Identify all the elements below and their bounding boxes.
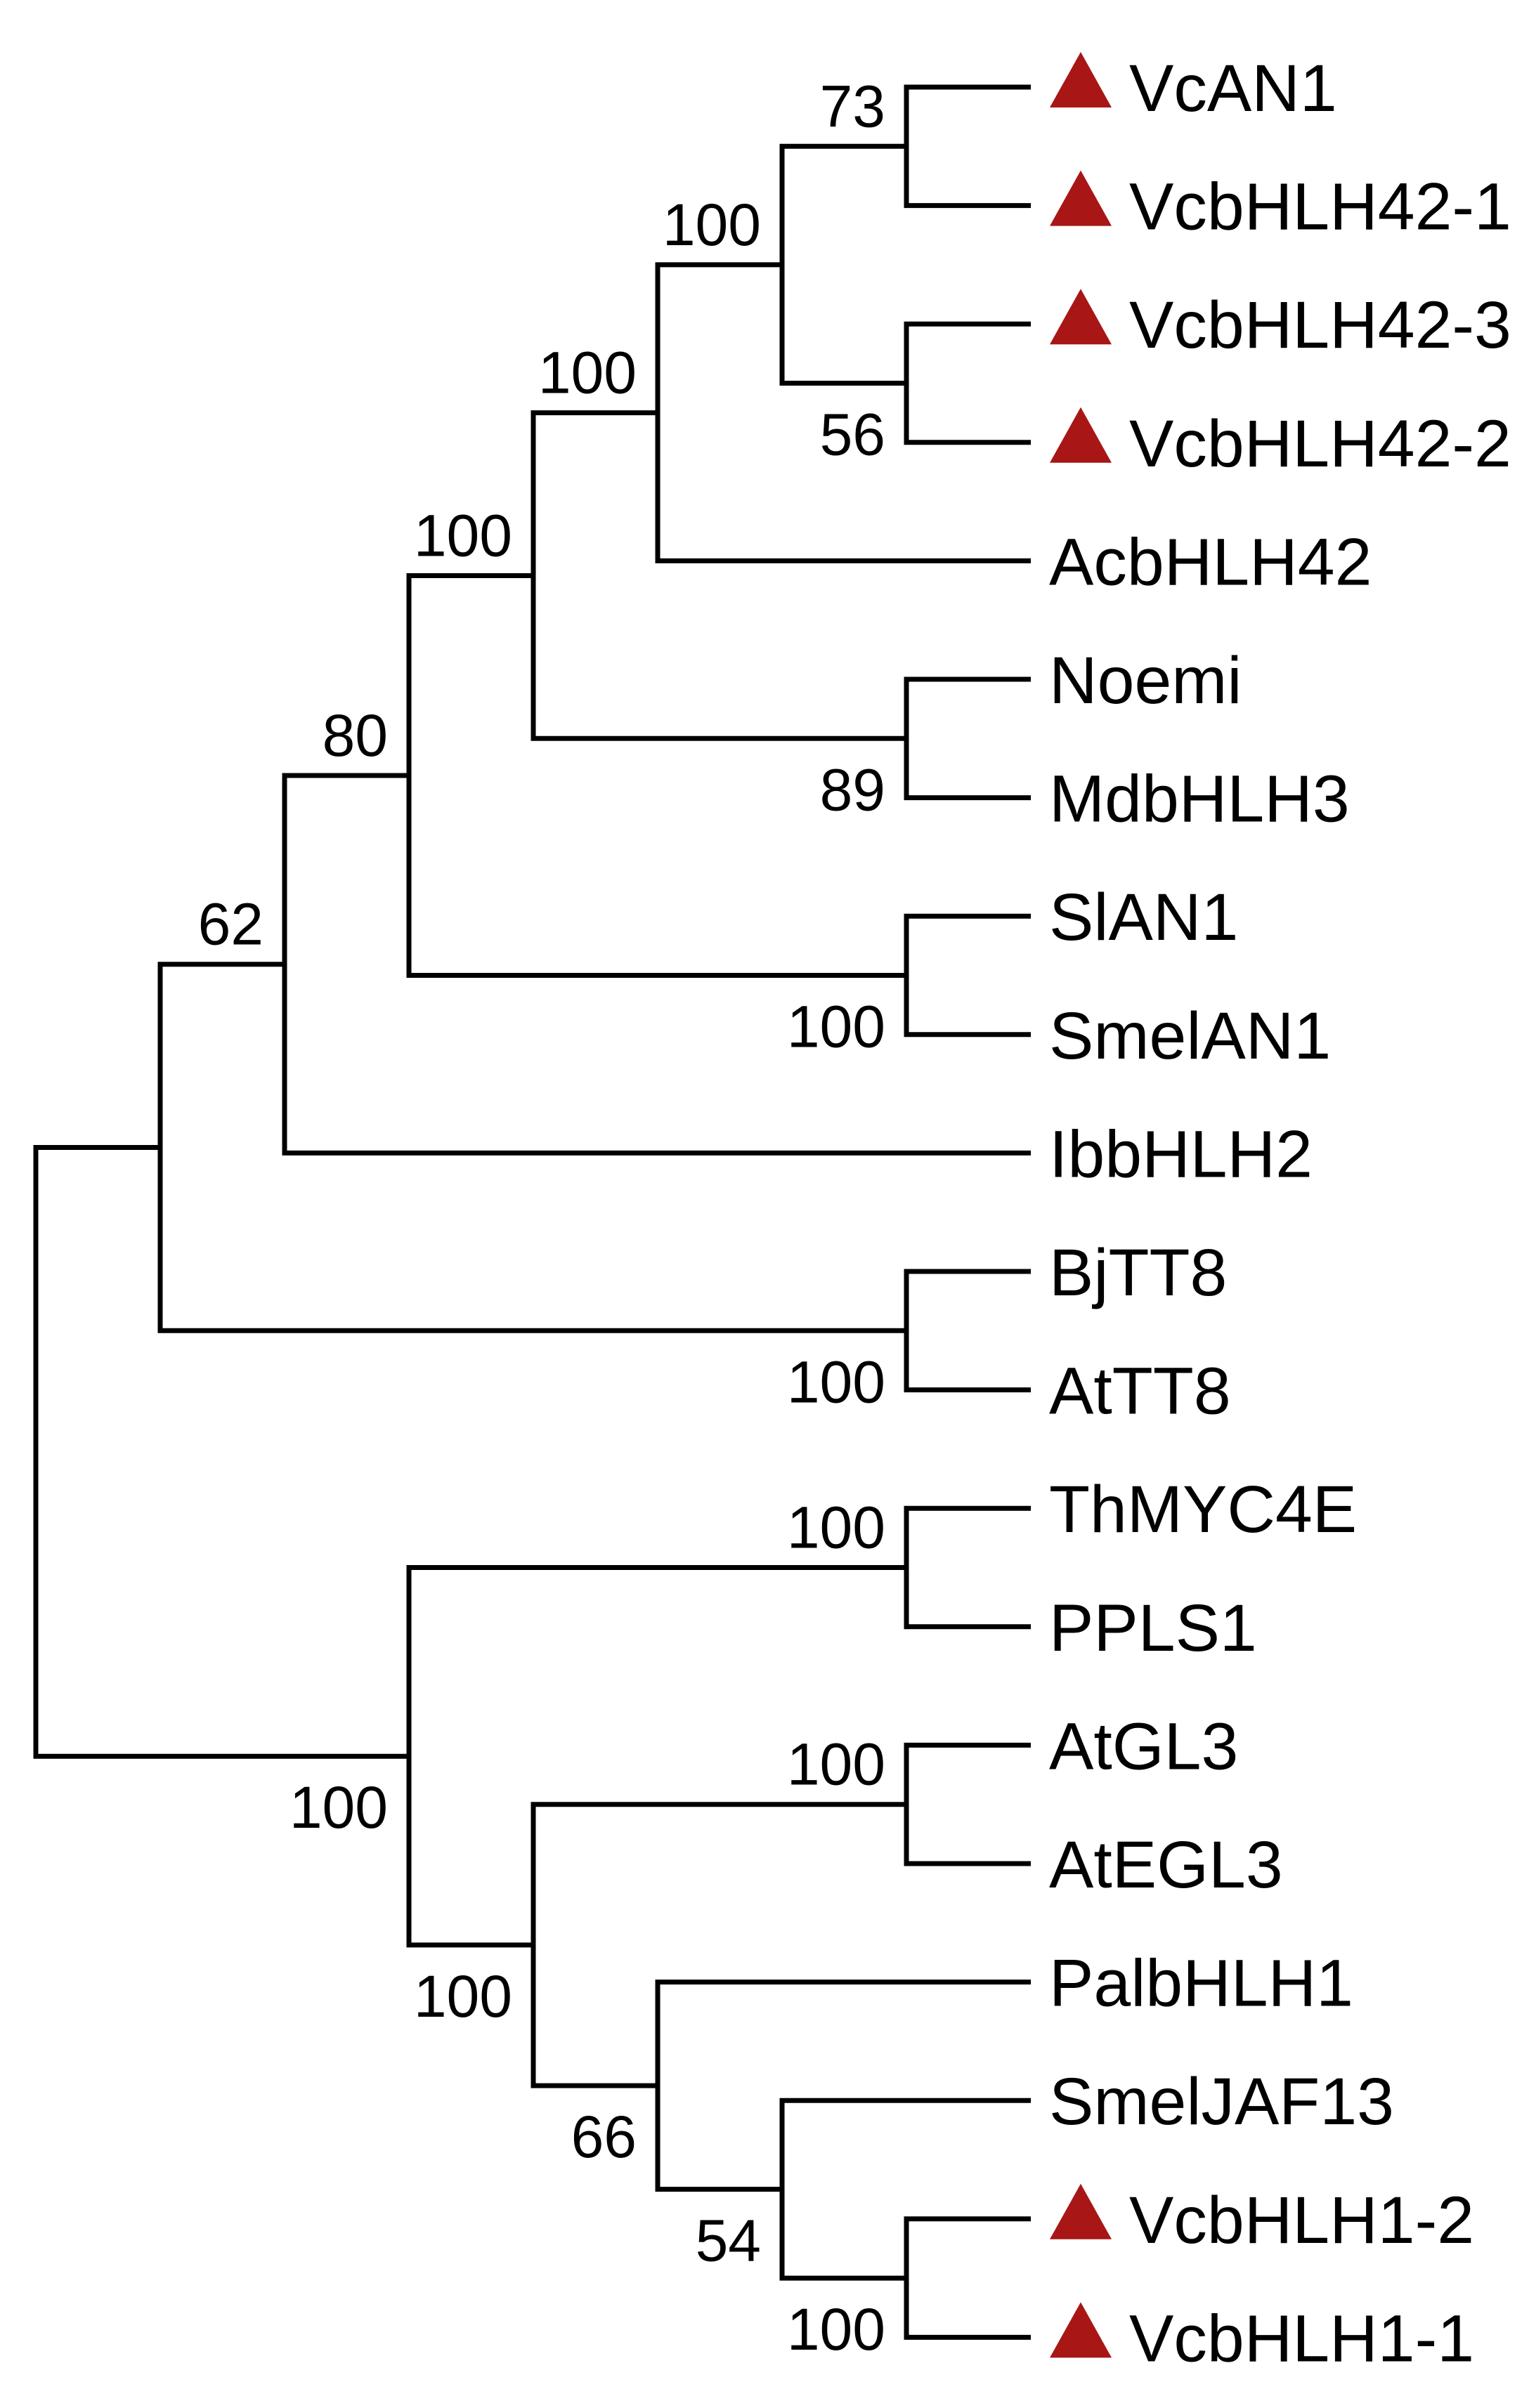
- bootstrap-label: 100: [787, 2296, 885, 2362]
- branch-line: [904, 1742, 1031, 1866]
- branch-line: [904, 1505, 1031, 1630]
- red-triangle-icon: [1050, 407, 1112, 463]
- branch-line: [904, 321, 1031, 445]
- taxon-label: AtTT8: [1049, 1354, 1231, 1429]
- tree-branches: [33, 84, 1031, 2340]
- bootstrap-label: 89: [820, 757, 885, 823]
- taxon-label: VcbHLH42-3: [1129, 288, 1511, 362]
- branch-line: [406, 1565, 906, 1948]
- bootstrap-label: 100: [414, 502, 512, 568]
- red-triangle-icon: [1050, 2302, 1112, 2358]
- branch-line: [779, 2098, 1031, 2281]
- taxon-label: SlAN1: [1049, 880, 1238, 955]
- bootstrap-label: 62: [198, 891, 263, 957]
- bootstrap-label: 100: [663, 192, 761, 258]
- red-triangle-icon: [1050, 52, 1112, 107]
- branch-line: [904, 913, 1031, 1038]
- taxon-label: VcbHLH42-2: [1129, 407, 1511, 481]
- taxon-label: VcbHLH1-1: [1129, 2301, 1474, 2376]
- branch-line: [406, 572, 906, 978]
- taxon-label: PPLS1: [1049, 1591, 1257, 1666]
- red-triangle-icon: [1050, 289, 1112, 345]
- taxon-label: Noemi: [1049, 643, 1242, 718]
- bootstrap-label: 100: [289, 1774, 388, 1840]
- branch-line: [779, 143, 906, 386]
- red-triangle-icon: [1050, 170, 1112, 226]
- taxon-label: MdbHLH3: [1049, 762, 1350, 837]
- taxon-label: VcbHLH1-2: [1129, 2183, 1474, 2258]
- taxon-label: PalbHLH1: [1049, 1946, 1353, 2021]
- branch-line: [655, 262, 1031, 563]
- bootstrap-label: 73: [820, 73, 885, 139]
- bootstrap-label: 100: [787, 1495, 885, 1561]
- branch-line: [904, 84, 1031, 209]
- branch-line: [531, 1802, 906, 2088]
- taxon-label: SmelAN1: [1049, 999, 1331, 1073]
- branch-line: [655, 1980, 1031, 2192]
- taxon-label: VcbHLH42-1: [1129, 170, 1511, 244]
- bootstrap-label: 80: [323, 702, 388, 768]
- taxon-label: IbbHLH2: [1049, 1117, 1313, 1191]
- bootstrap-label: 100: [414, 1963, 512, 2029]
- bootstrap-label: 100: [787, 994, 885, 1060]
- bootstrap-label: 66: [571, 2104, 637, 2170]
- bootstrap-label: 100: [538, 340, 637, 406]
- branch-line: [531, 410, 906, 741]
- branch-line: [33, 1145, 409, 1759]
- branch-line: [904, 2216, 1031, 2340]
- bootstrap-label: 56: [820, 402, 885, 468]
- taxon-label: AtEGL3: [1049, 1828, 1283, 1902]
- taxon-label: AtGL3: [1049, 1709, 1238, 1784]
- branch-line: [157, 962, 906, 1333]
- bootstrap-label: 54: [696, 2208, 761, 2274]
- bootstrap-label: 100: [787, 1732, 885, 1798]
- branch-line: [904, 1269, 1031, 1393]
- bootstrap-label: 100: [787, 1349, 885, 1415]
- branch-line: [904, 676, 1031, 801]
- taxon-label: SmelJAF13: [1049, 2065, 1394, 2139]
- taxon-label: ThMYC4E: [1049, 1472, 1357, 1547]
- taxon-markers: [1050, 52, 1112, 2358]
- taxon-label: AcbHLH42: [1049, 525, 1372, 599]
- branch-line: [282, 773, 1031, 1156]
- taxon-label: VcAN1: [1129, 51, 1337, 126]
- taxon-label: BjTT8: [1049, 1236, 1227, 1310]
- red-triangle-icon: [1050, 2183, 1112, 2239]
